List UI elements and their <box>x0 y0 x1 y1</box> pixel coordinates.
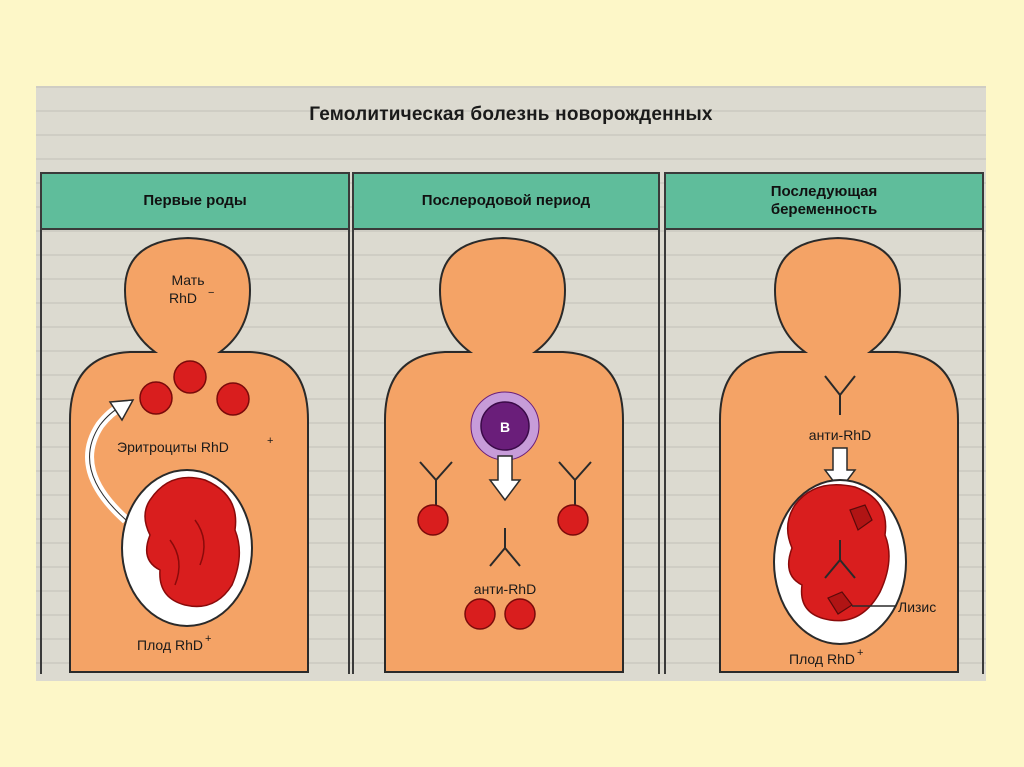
erythrocyte <box>173 360 207 394</box>
fetus <box>144 476 241 608</box>
erythrocytes-sup: + <box>267 435 273 447</box>
erythrocyte <box>216 382 250 416</box>
fetus-label: Плод RhD <box>137 637 203 653</box>
mother-label: Мать <box>171 272 204 288</box>
b-cell <box>480 401 530 451</box>
transfer-arrow-outline <box>89 405 127 521</box>
lysis-label: Лизис <box>898 599 936 615</box>
erythrocyte <box>139 381 173 415</box>
erythrocyte <box>464 598 496 630</box>
page-title: Гемолитическая болезнь новорожденных <box>309 104 713 125</box>
b-cell-label: B <box>500 419 510 435</box>
fetus-detail <box>827 504 873 615</box>
mother-rh-label: RhD <box>169 290 197 306</box>
antibody-center <box>489 528 521 567</box>
antibody-label: анти-RhD <box>474 581 536 597</box>
erythrocyte <box>557 504 589 536</box>
erythrocyte <box>504 598 536 630</box>
erythrocytes-label: Эритроциты RhD <box>117 439 229 455</box>
transfer-arrow-head <box>108 399 135 422</box>
erythrocyte <box>417 504 449 536</box>
fetus-detail <box>169 519 205 586</box>
fetus-sup: + <box>205 633 211 645</box>
panel-header-postpartum: Послеродовой период <box>354 172 658 230</box>
antibody-top <box>824 375 856 415</box>
antibody-label: анти-RhD <box>809 427 871 443</box>
antibody-fetus <box>824 540 856 579</box>
panel-header-first-birth: Первые роды <box>42 172 348 230</box>
antibody-right <box>558 461 592 505</box>
fetus-label: Плод RhD <box>789 651 855 667</box>
down-arrow <box>488 455 522 502</box>
panel-postpartum: Послеродовой период <box>352 172 660 674</box>
panel-header-subsequent-pregnancy: Последующая беременность <box>666 172 982 230</box>
antibody-left <box>419 461 453 505</box>
panel-first-birth: Первые роды <box>40 172 350 674</box>
fetus-sup: + <box>857 647 863 659</box>
mother-rh-sup: − <box>208 287 214 299</box>
panel-subsequent-pregnancy: Последующая беременность <box>664 172 984 674</box>
